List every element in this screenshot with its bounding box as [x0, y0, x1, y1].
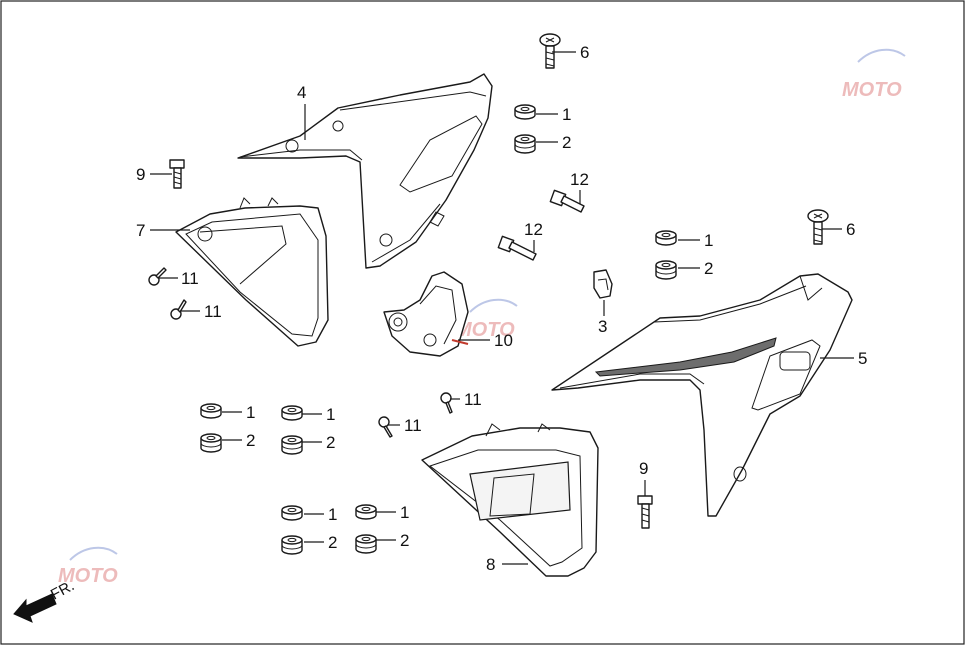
callout-11: 11 [450, 390, 482, 409]
small-screw-icon [170, 299, 187, 320]
small-screw-icon [378, 416, 393, 438]
callout-11: 11 [158, 269, 199, 288]
part-right-side-cover [551, 273, 853, 517]
callout-12: 12 [570, 170, 589, 204]
rubber-damper-icon [281, 535, 303, 555]
callout-1: 1 [302, 405, 335, 424]
rubber-damper-icon [514, 134, 536, 154]
callout-6: 6 [822, 220, 855, 239]
callout-9: 9 [136, 165, 172, 184]
grommet-group [200, 104, 677, 555]
bolt-icon [169, 159, 185, 189]
callout-number: 2 [326, 433, 335, 452]
callout-1: 1 [678, 231, 713, 250]
watermark-text: MOTO [58, 565, 118, 587]
watermark-logo-top-right: MOTO [842, 48, 906, 101]
callout-number: 1 [246, 403, 255, 422]
callout-number: 10 [494, 331, 513, 350]
callout-2: 2 [678, 259, 713, 278]
callout-number: 6 [580, 43, 589, 62]
callout-1: 1 [222, 403, 255, 422]
callout-3: 3 [598, 300, 607, 336]
callout-7: 7 [136, 221, 190, 240]
bolt-icon [637, 495, 653, 529]
callout-number: 7 [136, 221, 145, 240]
grommet-washer-icon [655, 230, 677, 246]
callout-2: 2 [376, 531, 409, 550]
callout-9: 9 [639, 459, 648, 496]
watermark-logo-center: MOTO [455, 298, 518, 341]
callout-number: 2 [400, 531, 409, 550]
screw-icon [539, 33, 561, 69]
watermark-text: MOTO [455, 319, 515, 341]
part-left-inner-panel [175, 197, 329, 347]
rubber-damper-icon [355, 534, 377, 554]
callout-8: 8 [486, 555, 528, 574]
grommet-washer-icon [514, 104, 536, 120]
callout-number: 2 [328, 533, 337, 552]
rubber-damper-icon [281, 435, 303, 455]
callout-number: 2 [246, 431, 255, 450]
callout-1: 1 [376, 503, 409, 522]
callout-10: 10 [458, 331, 513, 350]
callout-12: 12 [524, 220, 543, 252]
callout-number: 9 [136, 165, 145, 184]
watermark-text: MOTO [842, 79, 902, 101]
callout-4: 4 [297, 83, 306, 140]
callout-11: 11 [180, 302, 222, 321]
callout-1: 1 [536, 105, 571, 124]
callout-number: 1 [326, 405, 335, 424]
callout-2: 2 [302, 433, 335, 452]
callout-number: 1 [328, 505, 337, 524]
rubber-damper-icon [200, 433, 222, 453]
bolt-icon [497, 235, 537, 261]
callout-number: 4 [297, 83, 306, 102]
watermark-logo-bottom-left: MOTO [58, 546, 118, 587]
callout-number: 2 [562, 133, 571, 152]
callout-number: 5 [858, 349, 867, 368]
part-right-lower-panel [421, 423, 599, 577]
callout-2: 2 [222, 431, 255, 450]
grommet-washer-icon [355, 504, 377, 520]
grommet-washer-icon [281, 505, 303, 521]
callout-number: 8 [486, 555, 495, 574]
screw-icon [807, 209, 829, 245]
callout-number: 9 [639, 459, 648, 478]
callout-number: 12 [570, 170, 589, 189]
small-screw-icon [440, 392, 453, 414]
callout-number: 11 [181, 269, 199, 288]
callout-number: 1 [562, 105, 571, 124]
callout-number: 11 [204, 302, 222, 321]
front-direction-arrow-icon [13, 593, 57, 623]
callout-1: 1 [304, 505, 337, 524]
grommet-washer-icon [200, 403, 222, 419]
grommet-washer-icon [281, 405, 303, 421]
callout-11: 11 [388, 416, 422, 435]
callout-number: 2 [704, 259, 713, 278]
callout-number: 1 [400, 503, 409, 522]
rubber-damper-icon [655, 260, 677, 280]
callout-number: 6 [846, 220, 855, 239]
small-screw-icon [148, 267, 167, 286]
callout-number: 1 [704, 231, 713, 250]
part-left-upper-cover [237, 73, 493, 269]
callout-number: 11 [404, 416, 422, 435]
callout-number: 12 [524, 220, 543, 239]
callout-number: 11 [464, 390, 482, 409]
callout-2: 2 [536, 133, 571, 152]
callout-6: 6 [552, 43, 589, 62]
callout-number: 3 [598, 317, 607, 336]
part-bracket [383, 271, 469, 357]
bolt-icon [549, 189, 585, 213]
callout-5: 5 [820, 349, 867, 368]
callout-2: 2 [304, 533, 337, 552]
clip-nut-icon [593, 269, 613, 299]
